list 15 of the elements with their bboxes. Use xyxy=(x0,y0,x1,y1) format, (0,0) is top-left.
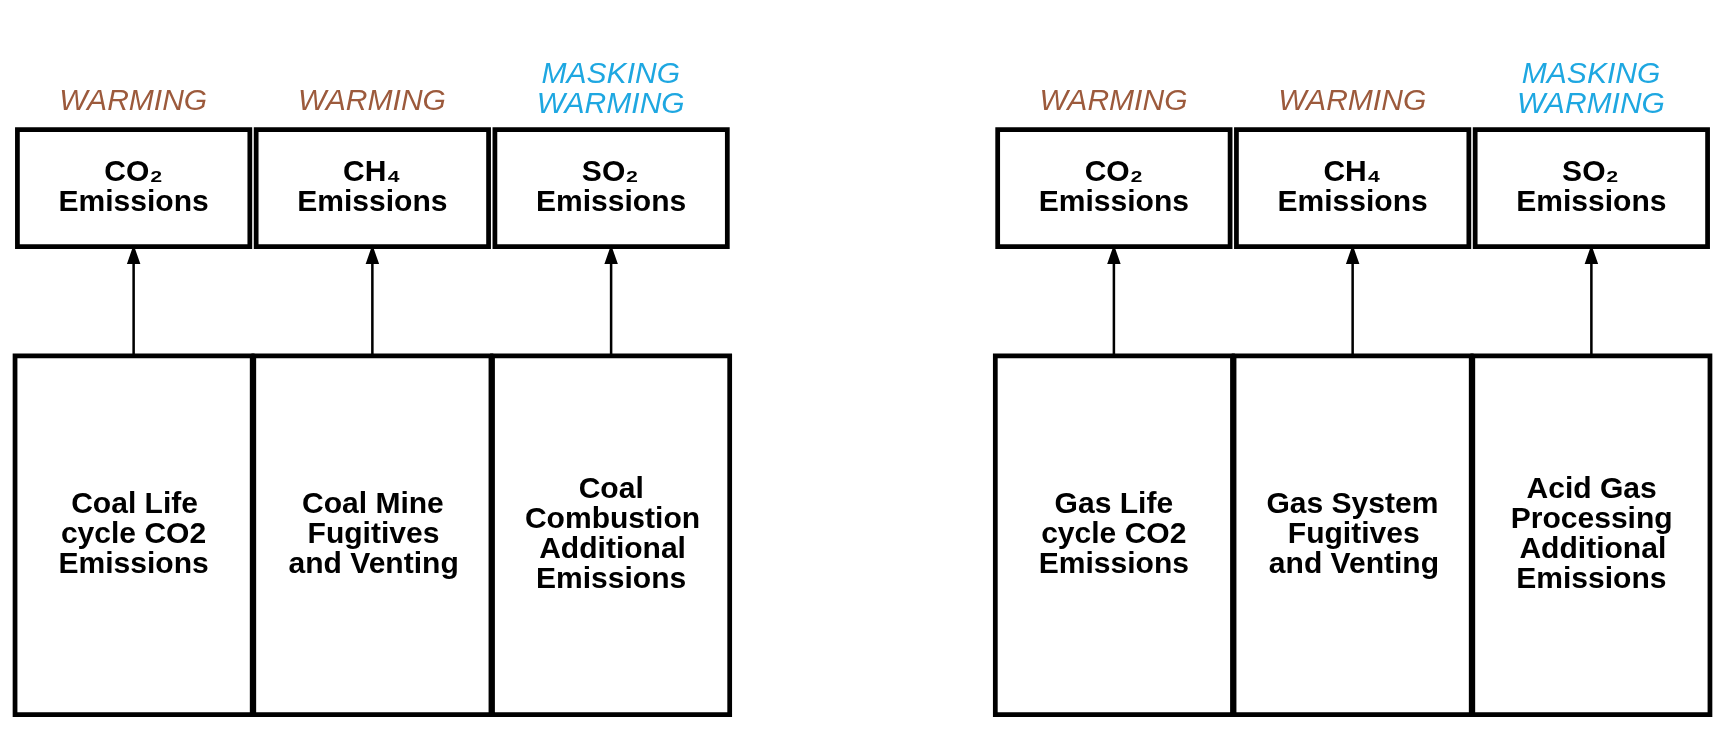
node-label: WARMING xyxy=(1278,83,1427,117)
node-box: CH₄ Emissions xyxy=(253,127,491,250)
node-box: Coal Combustion Additional Emissions xyxy=(490,353,733,718)
node-label: WARMING xyxy=(1039,83,1188,117)
node-box: CO₂ Emissions xyxy=(995,127,1233,250)
node-box: CH₄ Emissions xyxy=(1234,127,1472,250)
node-box: SO₂ Emissions xyxy=(492,127,730,250)
node-box: CO₂ Emissions xyxy=(15,127,253,250)
node-label: WARMING xyxy=(59,83,208,117)
node-label: WARMING xyxy=(298,83,446,117)
node-label: MASKING WARMING xyxy=(1517,56,1666,120)
node-box: SO₂ Emissions xyxy=(1472,127,1710,250)
node-box: Gas Life cycle CO2 Emissions xyxy=(992,353,1235,718)
node-box: Acid Gas Processing Additional Emissions xyxy=(1470,353,1713,718)
node-label: MASKING WARMING xyxy=(536,56,685,120)
